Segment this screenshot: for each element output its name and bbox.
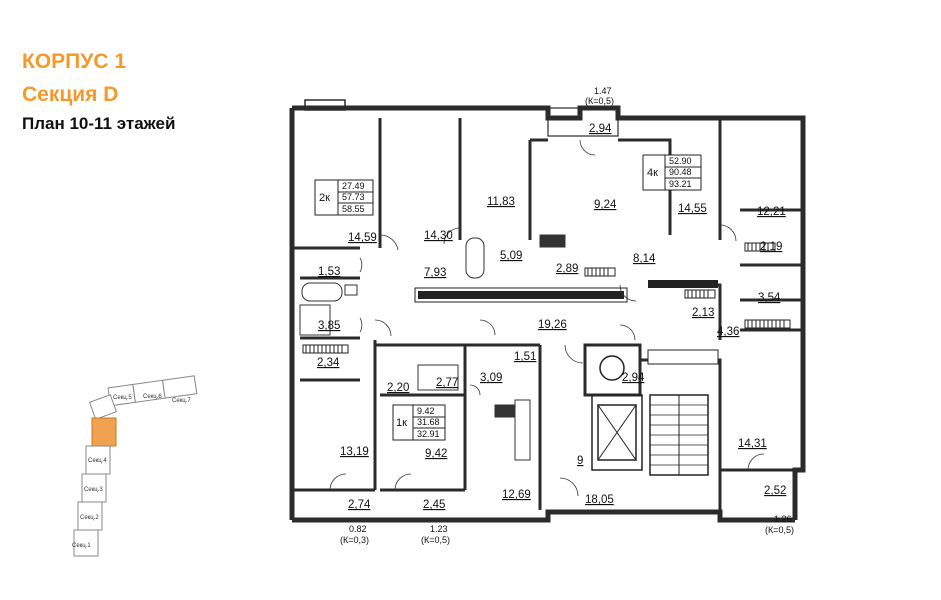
room-area: 14,31 xyxy=(738,438,767,450)
key-label-1: Секц.1 xyxy=(72,543,91,549)
apt-2k-box: 2к 27.49 57.73 58.55 xyxy=(314,179,374,216)
room-area: 9,24 xyxy=(594,199,617,211)
room-area: 9,42 xyxy=(425,448,447,460)
apt-2k-rooms: 2к xyxy=(319,192,330,204)
room-area: 2,94 xyxy=(589,123,612,135)
apt-4k-v2: 90.48 xyxy=(669,167,692,177)
apt-1k-box: 1к 9.42 31.68 32.91 xyxy=(392,404,446,441)
apt-1k-v2: 31.68 xyxy=(417,417,440,427)
room-area: 2,19 xyxy=(760,241,782,253)
key-plan xyxy=(73,375,198,557)
room-area: 2,52 xyxy=(764,485,786,497)
key-label-3: Секц.3 xyxy=(84,487,103,493)
room-area: 5,09 xyxy=(500,250,522,262)
apt-2k-v3: 58.55 xyxy=(342,204,365,214)
room-area: 2,45 xyxy=(423,499,445,511)
doors xyxy=(329,139,765,497)
room-area: 2,77 xyxy=(436,377,458,389)
apt-4k-v1: 52.90 xyxy=(669,156,692,166)
room-area: 11,83 xyxy=(487,196,515,208)
floors-subtitle: План 10-11 этажей xyxy=(22,114,176,133)
room-area: 12,21 xyxy=(757,206,786,218)
stair-core xyxy=(591,355,709,476)
balcony-br-area: 1.26 xyxy=(774,514,792,524)
key-label-7: Секц.7 xyxy=(172,398,191,404)
apt-4k-v3: 93.21 xyxy=(669,179,692,189)
room-area: 2,89 xyxy=(556,263,578,275)
room-area: 14,55 xyxy=(678,203,707,215)
room-area: 9 xyxy=(577,455,583,467)
building-title: КОРПУС 1 xyxy=(22,50,126,73)
balcony-bl-k: (К=0,3) xyxy=(340,535,369,545)
key-label-4: Секц.4 xyxy=(88,458,107,464)
room-area: 2,34 xyxy=(317,357,340,369)
room-area: 18,05 xyxy=(585,494,614,506)
room-area: 8,14 xyxy=(633,253,656,265)
apt-2k-v2: 57.73 xyxy=(342,192,365,202)
apt-2k-v1: 27.49 xyxy=(342,181,365,191)
apt-4k-box: 4к 52.90 90.48 93.21 xyxy=(642,154,702,191)
room-area: 14,59 xyxy=(348,232,377,244)
balcony-bl-area: 0.82 xyxy=(349,524,367,534)
apt-1k-v3: 32.91 xyxy=(417,429,440,439)
section-title: Секция D xyxy=(22,83,119,106)
apt-1k-rooms: 1к xyxy=(396,417,407,429)
room-area: 2,94 xyxy=(622,372,645,384)
interior-walls xyxy=(292,118,803,510)
balcony-top-area: 1.47 xyxy=(594,86,612,96)
room-area: 14,30 xyxy=(424,230,453,242)
bath-fixtures xyxy=(299,234,566,461)
room-area: 2,20 xyxy=(387,382,409,394)
room-area: 1,51 xyxy=(514,351,536,363)
wardrobes xyxy=(302,242,791,354)
key-label-2: Секц.2 xyxy=(80,515,99,521)
apt-4k-rooms: 4к xyxy=(647,167,658,179)
room-areas: 2,94 14,59 14,30 11,83 9,24 14,55 12,21 … xyxy=(317,123,786,511)
room-area: 12,69 xyxy=(502,489,531,501)
key-label-6: Секц.6 xyxy=(143,394,162,400)
balcony-bm-area: 1.23 xyxy=(430,524,448,534)
balcony-bm-k: (К=0,5) xyxy=(421,535,450,545)
outer-walls xyxy=(289,99,806,523)
room-area: 4,36 xyxy=(717,326,739,338)
room-area: 3,85 xyxy=(318,320,340,332)
balcony-top-k: (К=0,5) xyxy=(585,96,614,106)
apt-1k-v1: 9.42 xyxy=(417,406,435,416)
key-label-5: Секц.5 xyxy=(113,395,132,401)
key-plan-labels: Секц.1 Секц.2 Секц.3 Секц.4 Секц.5 Секц.… xyxy=(72,394,191,549)
room-area: 1,53 xyxy=(318,266,340,278)
room-area: 3,09 xyxy=(480,372,502,384)
balcony-labels: 1.47 (К=0,5) 0.82 (К=0,3) 1.23 (К=0,5) 1… xyxy=(340,86,794,545)
balcony-br-k: (К=0,5) xyxy=(765,525,794,535)
room-area: 7,93 xyxy=(424,267,446,279)
room-area: 2,74 xyxy=(348,499,371,511)
room-area: 3,54 xyxy=(758,292,781,304)
room-area: 13,19 xyxy=(340,446,369,458)
room-area: 19,26 xyxy=(538,319,567,331)
room-area: 2,13 xyxy=(692,307,714,319)
corridor-shelf xyxy=(414,280,719,365)
